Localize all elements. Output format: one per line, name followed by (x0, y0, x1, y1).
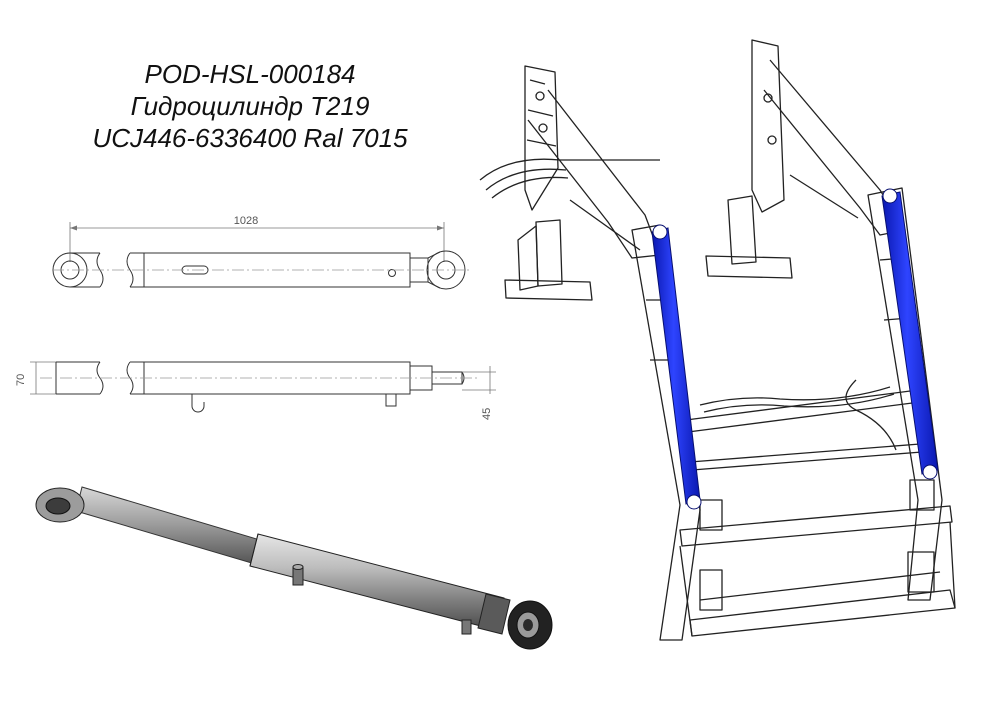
part-name: Гидроцилиндр T219 (130, 91, 370, 121)
loader-hydraulic-cylinders (651, 188, 939, 510)
side-view-drawing (30, 361, 496, 413)
diameter-dimension: 70 (15, 374, 27, 386)
port-dimension: 45 (481, 408, 493, 420)
loader-frame-drawing (479, 39, 956, 641)
part-number: POD-HSL-000184 (144, 59, 356, 89)
part-code-color: UCJ446-6336400 Ral 7015 (92, 123, 408, 153)
part-title: POD-HSL-000184 Гидроцилиндр T219 UCJ446-… (40, 58, 460, 154)
cylinder-3d-render (35, 486, 553, 650)
length-dimension: 1028 (234, 215, 258, 227)
top-view-drawing (52, 222, 470, 290)
